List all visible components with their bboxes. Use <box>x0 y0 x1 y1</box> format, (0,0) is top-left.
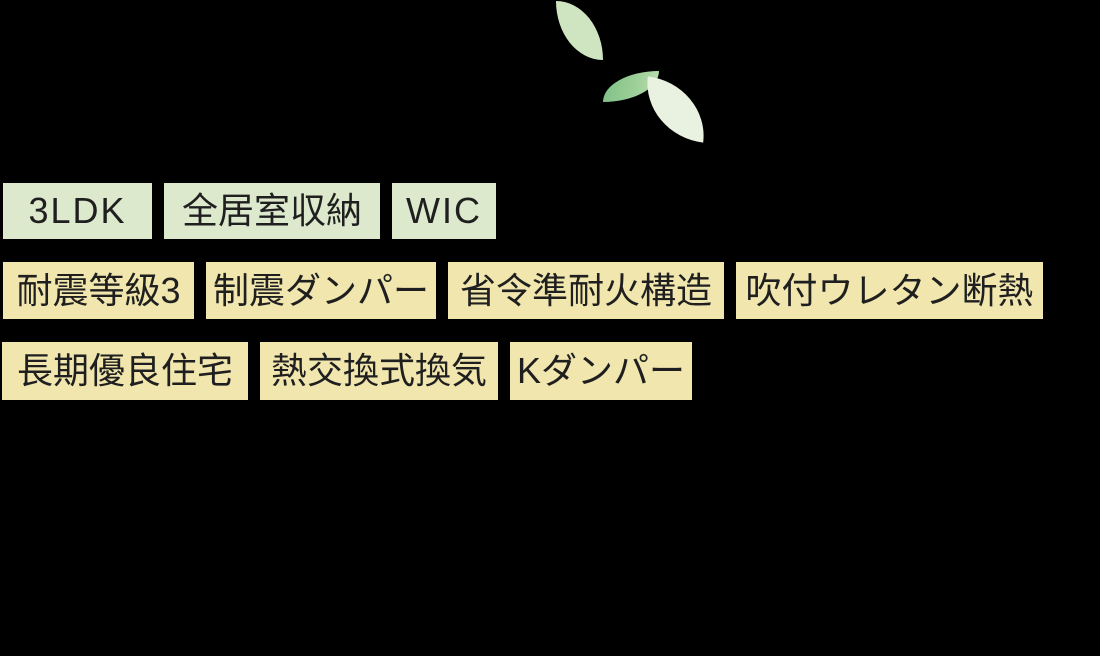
leaf-top-icon <box>556 1 603 60</box>
tag-label: WIC <box>406 190 482 231</box>
tag-heat-exchange-ventilation: 熱交換式換気 <box>260 342 498 400</box>
tag-fire-resistant-structure: 省令準耐火構造 <box>448 262 724 319</box>
feature-tags-row-structure: 耐震等級3 制震ダンパー 省令準耐火構造 吹付ウレタン断熱 <box>3 262 1043 319</box>
tag-label: 吹付ウレタン断熱 <box>745 269 1034 311</box>
tag-label: 熱交換式換気 <box>270 350 487 391</box>
tag-label: 3LDK <box>28 190 127 231</box>
tag-label: Kダンパー <box>516 350 685 391</box>
tag-label: 全居室収納 <box>181 190 362 231</box>
tag-vibration-damper: 制震ダンパー <box>206 262 436 319</box>
tag-k-damper: Kダンパー <box>510 342 692 400</box>
tag-wic: WIC <box>392 183 496 239</box>
tag-label: 省令準耐火構造 <box>459 269 712 311</box>
leaf-large-icon <box>640 76 711 143</box>
tag-3ldk: 3LDK <box>3 183 152 239</box>
feature-tags-row-quality: 長期優良住宅 熱交換式換気 Kダンパー <box>2 342 692 400</box>
tag-label: 耐震等級3 <box>16 269 181 311</box>
tag-label: 制震ダンパー <box>212 269 429 311</box>
tag-label: 長期優良住宅 <box>16 350 233 391</box>
tag-long-term-quality-housing: 長期優良住宅 <box>2 342 248 400</box>
tag-seismic-grade-3: 耐震等級3 <box>3 262 194 319</box>
tag-all-rooms-storage: 全居室収納 <box>164 183 380 239</box>
tag-urethane-insulation: 吹付ウレタン断熱 <box>736 262 1043 319</box>
feature-tags-row-rooms: 3LDK 全居室収納 WIC <box>3 183 496 239</box>
